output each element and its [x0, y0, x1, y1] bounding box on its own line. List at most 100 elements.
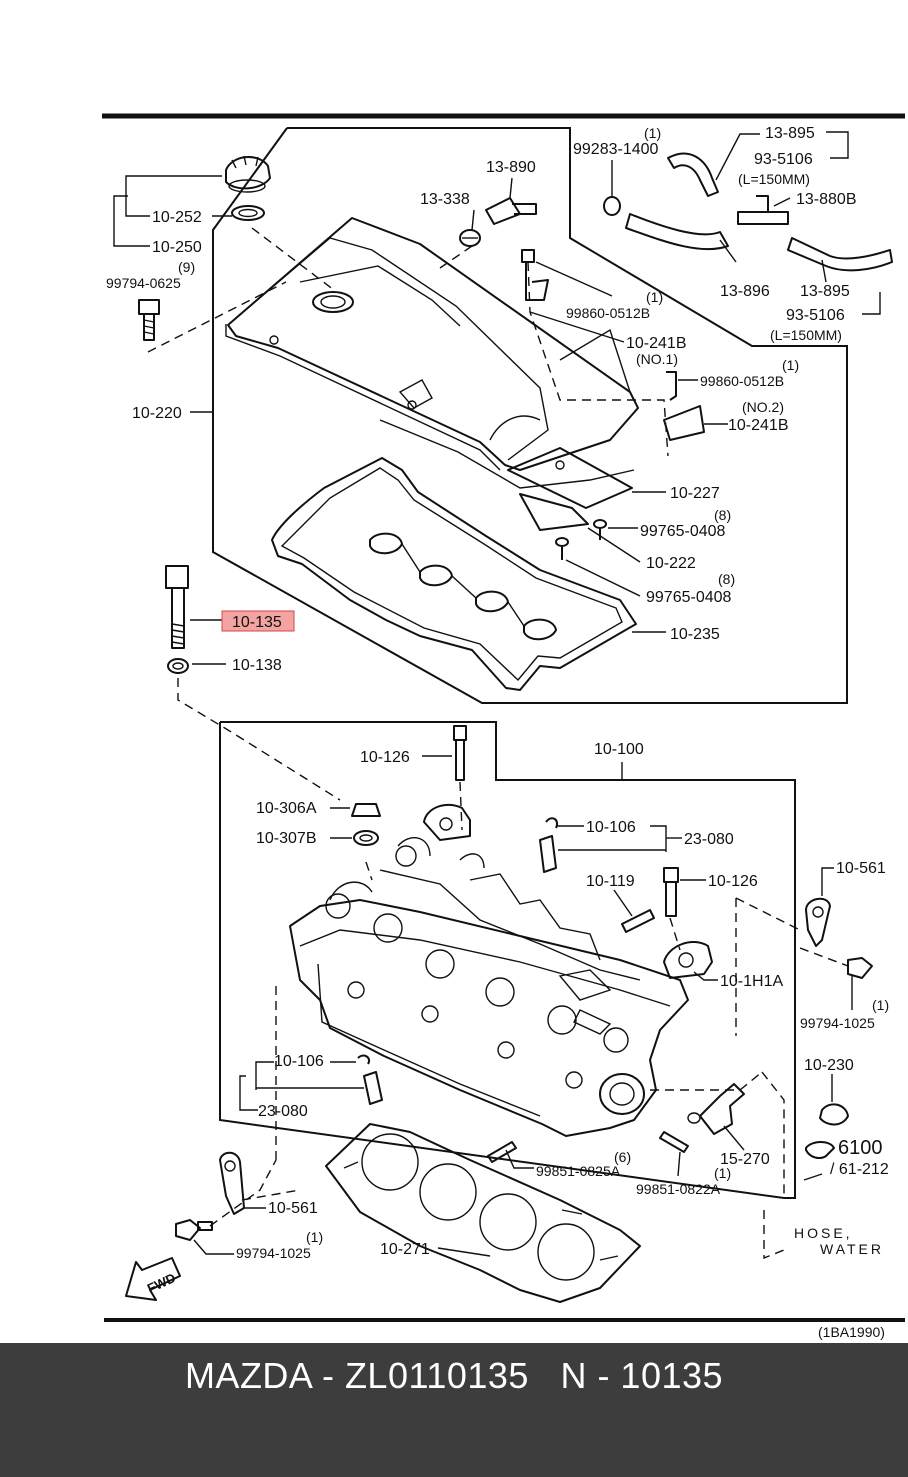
fwd-arrow	[125, 1257, 181, 1301]
head-gasket-10-271	[325, 1123, 641, 1303]
label-10-561-right: 10-561	[836, 860, 886, 877]
label-10-252: 10-252	[152, 209, 202, 226]
stud-99851-0825a	[487, 1141, 534, 1169]
hanger-10-561-right	[805, 867, 834, 947]
bracket-l150-bottom	[862, 292, 881, 315]
label-13-896: 13-896	[720, 283, 770, 300]
label-6100: 6100	[838, 1137, 883, 1159]
cap-bolt-10-126-a	[422, 725, 467, 781]
label-10-306a: 10-306A	[256, 800, 317, 817]
cover-gasket-10-222	[519, 493, 641, 563]
plug-10-306a	[330, 803, 381, 817]
label-99860-0512b-a: 99860-0512B	[566, 305, 650, 321]
leader-10-241b-a	[529, 311, 625, 343]
leader-13-895-bottom	[821, 259, 827, 283]
rocker-gasket-10-235	[271, 457, 666, 691]
bracket-l150-top	[826, 131, 849, 159]
dash-grommet	[439, 245, 473, 269]
cover-bolt	[138, 299, 160, 341]
label-10-135: 10-135	[232, 614, 282, 631]
label-13-895-bottom: 13-895	[800, 283, 850, 300]
label-99851-0825a: 99851-0825A	[536, 1163, 621, 1179]
dash-hanger-left	[209, 980, 301, 1227]
pcv-valve	[485, 197, 537, 225]
valve-cover	[225, 217, 639, 489]
label-10-230: 10-230	[804, 1057, 854, 1074]
leader-13-890	[509, 177, 513, 199]
screw-99765-a	[593, 519, 638, 540]
leader-61-212	[803, 1173, 823, 1181]
dash-10-126	[459, 781, 463, 831]
head-bolt	[165, 565, 189, 649]
dash-10-126-b	[669, 917, 681, 951]
label-13-895-top: 13-895	[765, 125, 815, 142]
hose-13-895-bottom	[787, 237, 893, 272]
qty-99794-1025-left: (1)	[306, 1229, 323, 1245]
label-fwd: FWD	[145, 1270, 178, 1296]
cam-cap-top	[423, 803, 471, 841]
label-no1: (NO.1)	[636, 351, 678, 367]
label-10-126-b: 10-126	[708, 873, 758, 890]
qty-99283: (1)	[644, 125, 661, 141]
qty-99851-0825a: (6)	[614, 1149, 631, 1165]
water-outlet-15-270	[687, 1083, 745, 1151]
label-10-220: 10-220	[132, 405, 182, 422]
label-10-106-a: 10-106	[586, 819, 636, 836]
hanger-no2	[663, 371, 728, 441]
bracket-10-106-b	[255, 1061, 274, 1090]
label-hose: HOSE,	[794, 1225, 853, 1241]
dash-hose	[763, 1210, 785, 1260]
screw-99765-b	[555, 537, 641, 597]
qty-99765-a: (8)	[714, 507, 731, 523]
label-23-080-b: 23-080	[258, 1103, 308, 1120]
valve-guide-a	[539, 817, 666, 873]
leader-13-338	[471, 209, 475, 231]
pcv-grommet	[459, 229, 481, 247]
label-13-880b: 13-880B	[796, 191, 857, 208]
cylinder-head-group-frame	[219, 721, 796, 1199]
washer-10-138	[167, 658, 226, 674]
dash-outlet	[650, 1071, 785, 1198]
label-l150-top: (L=150MM)	[738, 171, 810, 187]
bolt-99794-1025-right	[847, 957, 873, 1010]
label-10-1h1a: 10-1H1A	[720, 973, 783, 990]
seal-plate-10-227	[507, 447, 666, 509]
bracket-10-250	[113, 195, 150, 247]
qty-99860-b: (1)	[782, 357, 799, 373]
dash-bolt-head	[177, 678, 341, 801]
label-10-106-b: 10-106	[274, 1053, 324, 1070]
leader-13-895-top	[715, 133, 760, 181]
bracket-23-080-a	[650, 825, 667, 852]
label-99860-0512b-b: 99860-0512B	[700, 373, 784, 389]
bracket-23-080-b	[239, 1075, 258, 1111]
label-10-250: 10-250	[152, 239, 202, 256]
label-23-080-a: 23-080	[684, 831, 734, 848]
label-93-5106-top: 93-5106	[754, 151, 813, 168]
bolt-99794-1025-left	[175, 1219, 234, 1255]
label-l150-bottom: (L=150MM)	[770, 327, 842, 343]
label-10-241b-no1: 10-241B	[626, 335, 687, 352]
label-10-222: 10-222	[646, 555, 696, 572]
dash-plug	[365, 861, 373, 881]
sensor-10-230	[819, 1074, 849, 1126]
label-10-227: 10-227	[670, 485, 720, 502]
plug-seals	[369, 532, 557, 641]
label-93-5106-bottom: 93-5106	[786, 307, 845, 324]
qty-99794-1025-right: (1)	[872, 997, 889, 1013]
label-15-270: 15-270	[720, 1151, 770, 1168]
label-13-338: 13-338	[420, 191, 470, 208]
label-10-307b: 10-307B	[256, 830, 317, 847]
label-99794-1025-right: 99794-1025	[800, 1015, 875, 1031]
label-99794-1025-left: 99794-1025	[236, 1245, 311, 1261]
dash-cap-cover	[251, 227, 335, 291]
stud-99851-0822a	[659, 1131, 689, 1177]
caption-bar: MAZDA - ZL0110135 N - 10135	[0, 1343, 908, 1477]
dash-bolt-cover	[147, 281, 287, 353]
qty-99765-b: (8)	[718, 571, 735, 587]
label-99765-0408-b: 99765-0408	[646, 589, 732, 606]
label-99765-0408-a: 99765-0408	[640, 523, 726, 540]
parts-diagram: 13-895 93-5106 (L=150MM) (1) 99283-1400 …	[102, 113, 905, 1340]
valve-cover-group-frame	[212, 127, 848, 704]
ref-icon-6100	[805, 1141, 835, 1159]
label-99794-0625: 99794-0625	[106, 275, 181, 291]
